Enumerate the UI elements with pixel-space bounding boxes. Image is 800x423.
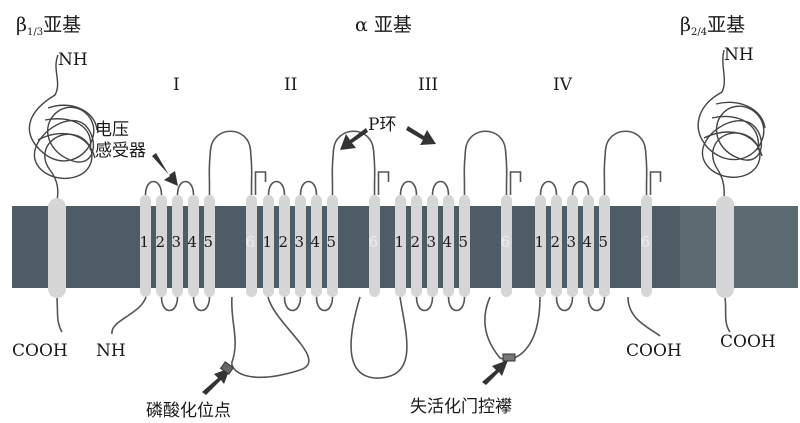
- domain-3-s6-hook: [511, 172, 521, 195]
- segment-number: 4: [583, 233, 593, 251]
- p-loop-label: P环: [368, 110, 396, 135]
- segment-number: 3: [172, 233, 182, 251]
- domain-label-1: I: [173, 75, 180, 95]
- c-terminus-alpha: COOH: [626, 341, 682, 361]
- linker-III-IV: [485, 297, 540, 359]
- domain-2-linker-2: [285, 297, 301, 311]
- domain-1-linker-4: [194, 297, 210, 311]
- arrow-voltage-sensor: [152, 153, 178, 186]
- arrow-p-loop-right: [406, 126, 436, 145]
- domain-1-linker-1: [146, 182, 162, 196]
- segment-number: 1: [535, 233, 545, 251]
- domain-4-linker-4: [589, 297, 605, 311]
- beta-2-4-c-tail: [725, 298, 730, 332]
- beta-1-3-title: β1/3亚基: [16, 10, 81, 38]
- domain-3-p-loop: [464, 131, 507, 195]
- segment-number: 2: [411, 233, 421, 251]
- segment-number: 1: [140, 233, 150, 251]
- beta-2-4-title: β2/4亚基: [680, 10, 745, 38]
- segment-number: 6: [641, 233, 651, 251]
- domain-4-linker-3: [573, 182, 589, 196]
- segment-number: 2: [279, 233, 289, 251]
- beta-1-3-helix: [48, 198, 66, 298]
- n-terminus-right: NH: [724, 45, 754, 65]
- inactivation-gate-marker: [503, 354, 515, 361]
- domain-1-linker-2: [162, 297, 178, 311]
- beta-2-4-helix: [716, 196, 734, 298]
- domain-label-3: III: [418, 75, 438, 95]
- segment-number: 6: [369, 233, 379, 251]
- beta-1-3-extracellular-domain: [29, 55, 97, 200]
- segment-number: 5: [327, 233, 337, 251]
- segment-number: 4: [311, 233, 321, 251]
- domain-4-linker-1: [541, 182, 557, 196]
- segment-number: 5: [459, 233, 469, 251]
- n-terminus-alpha: NH: [96, 341, 126, 361]
- segment-number: 1: [263, 233, 273, 251]
- segment-number: 3: [295, 233, 305, 251]
- alpha-n-terminal-tail: [112, 297, 146, 334]
- n-terminus-left: NH: [58, 50, 88, 70]
- phosphorylation-site-label: 磷酸化位点: [146, 396, 231, 421]
- domain-1-p-loop: [209, 131, 252, 195]
- segment-number: 4: [443, 233, 453, 251]
- c-terminus-beta-left: COOH: [12, 341, 68, 361]
- domain-2-linker-4: [317, 297, 333, 311]
- domain-4-s6-hook: [651, 172, 661, 195]
- domain-4-linker-2: [557, 297, 573, 311]
- segment-number: 2: [551, 233, 561, 251]
- segment-number: 1: [395, 233, 405, 251]
- domain-2-s6-hook: [379, 172, 389, 195]
- segment-number: 6: [501, 233, 511, 251]
- linker-II-III: [351, 297, 407, 378]
- domain-3-linker-2: [417, 297, 433, 311]
- domain-label-2: II: [284, 75, 297, 95]
- membrane-light-band: [680, 206, 798, 288]
- voltage-sensor-label: 电压 感受器: [95, 120, 146, 162]
- segment-number: 2: [156, 233, 166, 251]
- segment-number: 5: [204, 233, 214, 251]
- domain-2-linker-3: [301, 182, 317, 196]
- alpha-c-terminal-tail: [628, 297, 660, 336]
- domain-1-s6-hook: [256, 172, 266, 195]
- domain-3-linker-4: [449, 297, 465, 311]
- beta-2-4-extracellular-domain: [698, 50, 765, 200]
- segment-number: 4: [188, 233, 198, 251]
- domain-3-linker-3: [433, 182, 449, 196]
- domain-2-linker-1: [269, 182, 285, 196]
- arrow-inactivation-gate: [482, 360, 508, 385]
- segment-number: 3: [567, 233, 577, 251]
- beta-1-3-c-tail: [57, 298, 62, 332]
- domain-1-linker-3: [178, 182, 194, 196]
- domain-3-linker-1: [401, 182, 417, 196]
- c-terminus-beta-right: COOH: [720, 332, 776, 352]
- inactivation-gate-label: 失活化门控襻: [410, 392, 512, 417]
- domain-4-p-loop: [604, 131, 647, 195]
- alpha-subunit-title: α 亚基: [355, 10, 412, 37]
- domain-label-4: IV: [553, 75, 572, 95]
- segment-number: 5: [599, 233, 609, 251]
- segment-number: 6: [246, 233, 256, 251]
- segment-number: 3: [427, 233, 437, 251]
